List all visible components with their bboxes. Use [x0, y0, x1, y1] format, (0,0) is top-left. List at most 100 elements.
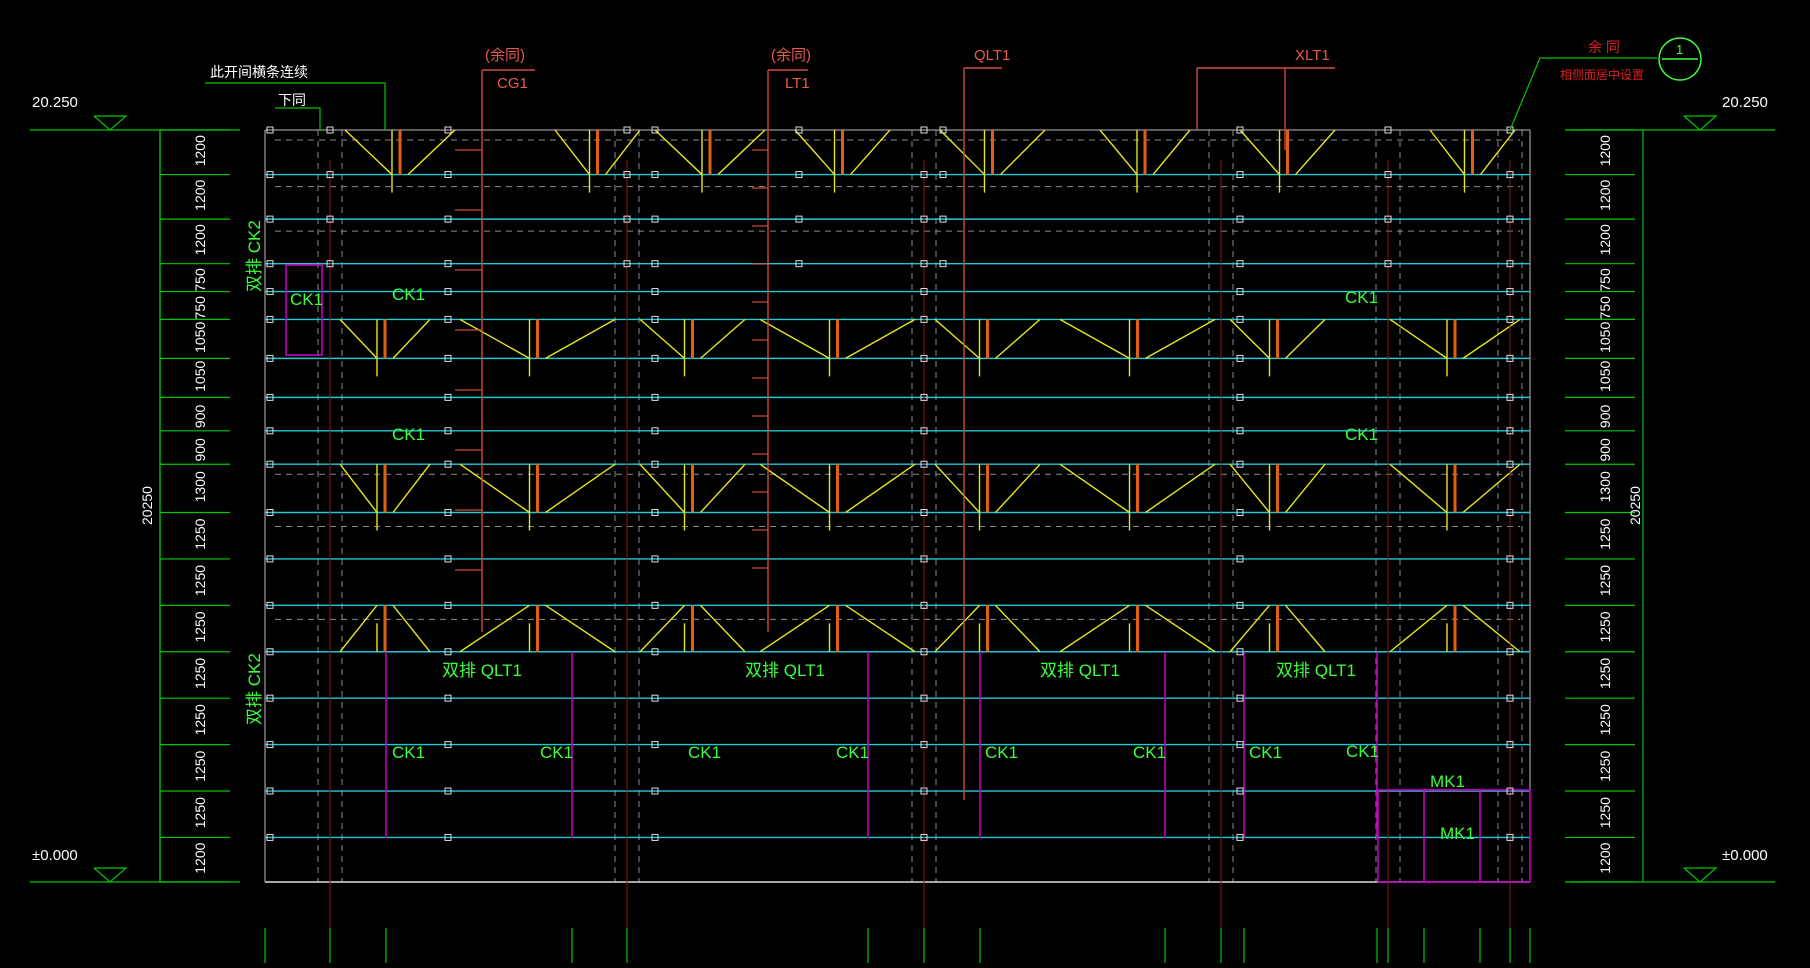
node-8-14: [1236, 694, 1244, 702]
node-5-0: [795, 126, 803, 134]
left-dim-value-3: 750: [192, 268, 208, 292]
node-0-8: [266, 427, 274, 435]
node-10-9: [1506, 460, 1514, 468]
node-4-16: [651, 787, 659, 795]
left-dim-value-15: 1250: [192, 750, 208, 781]
node-6-6: [920, 354, 928, 362]
bay-top-2-d2: [717, 129, 766, 176]
node-0-7: [266, 393, 274, 401]
node-8-11: [1236, 555, 1244, 563]
node-2-16: [444, 787, 452, 795]
left-dim-value-16: 1250: [192, 797, 208, 828]
right-dim-value-16: 1250: [1597, 797, 1613, 828]
left-dim-value-12: 1250: [192, 611, 208, 642]
node-6-12: [920, 601, 928, 609]
node-8-8: [1236, 427, 1244, 435]
node-6-2: [920, 215, 928, 223]
node-6-0: [920, 126, 928, 134]
node-6-7: [920, 393, 928, 401]
bay-mid-5-d1: [1059, 318, 1130, 359]
node-10-4: [1506, 288, 1514, 296]
node-2-1: [444, 171, 452, 179]
node-0-9: [266, 460, 274, 468]
bay-base-1-d1: [459, 604, 530, 653]
node-4-9: [651, 460, 659, 468]
xlt1-top-label: XLT1: [1295, 47, 1330, 64]
ck2-label-bottom: 双排 CK2: [245, 653, 264, 725]
bay-top-0-d1: [344, 129, 393, 176]
node-0-14: [266, 694, 274, 702]
node-6-1: [920, 171, 928, 179]
double-qlt1-label-3: 双排 QLT1: [1040, 661, 1120, 680]
bay-top-4-d2: [1000, 129, 1046, 176]
bay-top-1-d2: [604, 129, 641, 175]
left-dim-value-5: 1050: [192, 322, 208, 353]
ck1-label-r1-left2: CK1: [392, 285, 425, 304]
right-dim-value-10: 1250: [1597, 518, 1613, 549]
bay-base-2-d1: [639, 604, 686, 653]
node-2-9: [444, 460, 452, 468]
left-dim-value-0: 1200: [192, 135, 208, 166]
node-7-0: [939, 126, 947, 134]
node-4-7: [651, 393, 659, 401]
double-qlt1-label-2: 双排 QLT1: [745, 661, 825, 680]
node-4-1: [651, 171, 659, 179]
bay-base-5-d1: [1059, 604, 1130, 653]
right-dim-value-4: 750: [1597, 296, 1613, 320]
node-3-0: [623, 126, 631, 134]
node-10-7: [1506, 393, 1514, 401]
node-9-0: [1384, 126, 1392, 134]
node-8-15: [1236, 741, 1244, 749]
elevation-bottom-right: ±0.000: [1722, 847, 1768, 864]
level-marker-bottom-right: [1683, 867, 1718, 883]
double-qlt1-label-1: 双排 QLT1: [442, 661, 522, 680]
bay-top-7-d1: [1429, 129, 1466, 175]
ck1-label-low-1: CK1: [392, 743, 425, 762]
left-dim-value-8: 900: [192, 438, 208, 462]
bay-low-7-d2: [1462, 463, 1521, 514]
node-3-2: [623, 215, 631, 223]
node-0-16: [266, 787, 274, 795]
node-3-3: [623, 260, 631, 268]
node-8-1: [1236, 171, 1244, 179]
cg1-label: CG1: [497, 75, 528, 92]
bay-low-4-d2: [994, 463, 1041, 513]
ck1-label-low-2: CK1: [540, 743, 573, 762]
node-8-7: [1236, 393, 1244, 401]
node-4-6: [651, 354, 659, 362]
ck1-label-low-6: CK1: [1133, 743, 1166, 762]
node-10-13: [1506, 648, 1514, 656]
bay-mid-2-d1: [639, 318, 685, 359]
node-6-11: [920, 555, 928, 563]
bay-low-2-d2: [699, 463, 746, 513]
bay-mid-5-d2: [1145, 318, 1216, 359]
bay-mid-2-d2: [700, 318, 746, 359]
node-6-17: [920, 833, 928, 841]
bay-mid-0-d2: [392, 318, 431, 359]
ck1-label-low-7: CK1: [1249, 743, 1282, 762]
node-2-3: [444, 260, 452, 268]
mk1-door: [1423, 789, 1481, 883]
bay-top-5-d2: [1152, 129, 1191, 176]
bay-base-0-d2: [392, 604, 431, 653]
node-8-3: [1236, 260, 1244, 268]
node-10-1: [1506, 171, 1514, 179]
node-8-12: [1236, 601, 1244, 609]
mk1-label-lower: MK1: [1440, 824, 1475, 843]
node-6-10: [920, 508, 928, 516]
node-6-4: [920, 288, 928, 296]
right-dim-value-15: 1250: [1597, 750, 1613, 781]
right-dim-value-0: 1200: [1597, 135, 1613, 166]
ck1-label-low-8: CK1: [1346, 742, 1379, 761]
bay-low-5-d1: [1059, 463, 1130, 514]
ck2-label-top: 双排 CK2: [245, 220, 264, 292]
level-marker-bottom-left: [93, 867, 128, 883]
left-dim-value-13: 1250: [192, 658, 208, 689]
node-4-11: [651, 555, 659, 563]
node-8-13: [1236, 648, 1244, 656]
node-7-2: [939, 215, 947, 223]
bay-base-1-d2: [545, 604, 616, 653]
level-marker-top-right: [1683, 115, 1718, 131]
bay-top-6-d1: [1239, 129, 1281, 176]
node-1-3: [326, 260, 334, 268]
